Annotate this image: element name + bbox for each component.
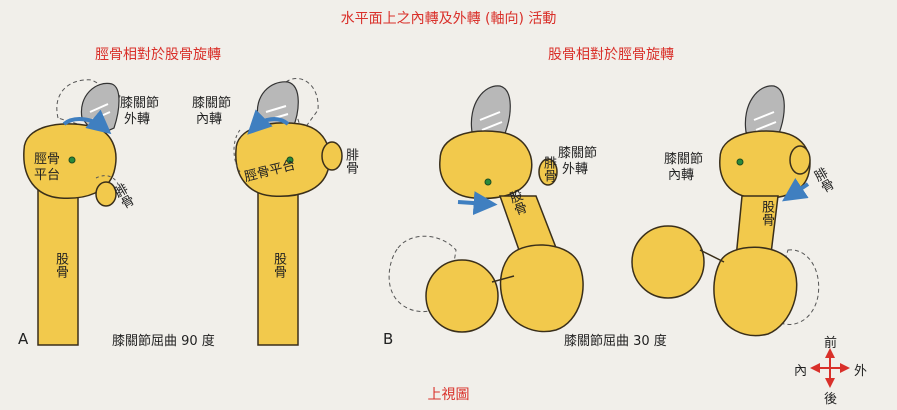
panel-a-left-plateau-label: 脛骨 平台 <box>34 152 60 184</box>
panel-a-left-bone <box>23 79 121 346</box>
panel-b-left-fibula-label: 腓骨 <box>541 156 556 182</box>
panel-b-right-bone <box>631 85 820 337</box>
rotation-arrow <box>247 109 290 135</box>
panel-a-right-bone <box>233 78 343 346</box>
rotation-arrow <box>62 109 112 135</box>
panel-a-right-femur-label: 股骨 <box>271 252 286 278</box>
dashed-femur-outline <box>777 249 820 325</box>
femoral-condyles <box>499 244 584 333</box>
panel-a-caption: 膝關節屈曲 90 度 <box>112 334 215 349</box>
panel-a-left-femur-label: 股骨 <box>53 252 68 278</box>
shoe-icon <box>744 85 785 143</box>
tibial-plateau <box>439 130 533 200</box>
femoral-head <box>425 259 499 333</box>
rotation-label-line2: 外轉 <box>562 162 589 177</box>
plateau-label-line1: 脛骨 <box>34 152 61 167</box>
orientation-compass <box>810 348 850 388</box>
figure-title: 水平面上之內轉及外轉 (軸向) 活動 <box>340 11 557 27</box>
fibula-head <box>789 145 811 175</box>
panel-b-right-femur-label: 股骨 <box>759 200 774 226</box>
dashed-foot-outline <box>56 79 121 133</box>
rotation-arrow <box>782 178 810 202</box>
rotation-label-line1: 膝關節 <box>558 146 598 161</box>
rotation-label-line1: 膝關節 <box>120 96 160 111</box>
compass-medial-label: 內 <box>794 364 808 379</box>
fibula-head <box>95 181 117 207</box>
compass-lateral-label: 外 <box>854 364 868 379</box>
rotation-arrow <box>457 191 498 216</box>
rotation-label-line1: 膝關節 <box>192 96 232 111</box>
rotation-label-line2: 內轉 <box>196 112 223 127</box>
rotation-label-line1: 膝關節 <box>664 152 704 167</box>
femoral-condyles <box>713 246 798 337</box>
rotation-label-line2: 外轉 <box>124 112 151 127</box>
panel-b-letter: B <box>383 330 394 348</box>
rotation-label-line2: 內轉 <box>668 168 695 183</box>
fibula-head <box>321 141 343 171</box>
panel-b-caption: 膝關節屈曲 30 度 <box>564 334 667 349</box>
panel-a-right-rotation-label: 膝關節 內轉 <box>192 96 231 128</box>
panel-b-left-rotation-label: 膝關節 外轉 <box>558 146 597 178</box>
right-subtitle: 股骨相對於脛骨旋轉 <box>548 47 674 63</box>
dashed-femur-outline <box>388 235 457 312</box>
femoral-head <box>631 225 705 299</box>
fibula-head <box>538 158 558 186</box>
shoe-icon <box>470 85 511 143</box>
bottom-caption: 上視圖 <box>427 387 470 403</box>
panel-b-right-rotation-label: 膝關節 內轉 <box>664 152 703 184</box>
panel-a-letter: A <box>18 330 29 348</box>
compass-front-label: 前 <box>824 336 838 351</box>
panel-a-left-rotation-label: 膝關節 外轉 <box>120 96 159 128</box>
left-subtitle: 脛骨相對於股骨旋轉 <box>95 47 221 63</box>
compass-back-label: 後 <box>824 392 838 407</box>
panel-b-left-bone <box>388 85 584 333</box>
dashed-foot-outline <box>285 78 319 134</box>
plateau-label-line2: 平台 <box>34 168 61 183</box>
panel-a-right-fibula-label: 腓骨 <box>343 148 358 174</box>
